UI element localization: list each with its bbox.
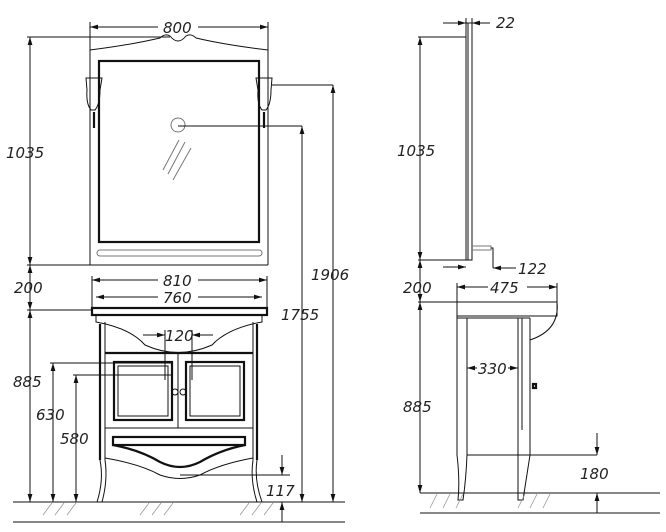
dim-tap-spacing: 120 xyxy=(165,327,194,345)
dim-top-width: 810 xyxy=(163,272,192,290)
dim-door-bottom: 580 xyxy=(60,430,89,448)
dim-vanity-depth: 475 xyxy=(490,279,519,297)
dim-mirror-center: 1755 xyxy=(281,306,319,324)
dim-mirror-depth: 22 xyxy=(496,14,515,32)
dim-shelf-depth: 122 xyxy=(518,260,547,278)
dim-basin-width: 760 xyxy=(163,289,192,307)
vanity-side xyxy=(456,301,558,501)
floor-side xyxy=(420,492,660,514)
knob-right-icon xyxy=(179,388,187,396)
dim-lamp-height: 1906 xyxy=(311,266,349,284)
dim-mirror-width: 800 xyxy=(163,19,192,37)
dim-floor-clearance: 180 xyxy=(580,465,609,483)
dim-side-vanity-height: 885 xyxy=(403,398,432,416)
front-dimensions xyxy=(27,22,336,522)
dim-door-top: 630 xyxy=(36,406,65,424)
dim-drawer-clearance: 117 xyxy=(266,482,295,500)
floor-front xyxy=(13,501,345,523)
knob-side-icon xyxy=(531,382,538,390)
lamp-left-icon xyxy=(85,77,103,128)
mirror-glare xyxy=(162,117,192,181)
dim-body-depth: 330 xyxy=(478,360,507,378)
side-view: 22 1035 122 200 475 330 885 180 xyxy=(397,14,660,514)
mirror-side xyxy=(465,22,494,268)
side-dimensions xyxy=(417,18,600,513)
lamp-right-icon xyxy=(255,77,273,128)
dim-side-gap: 200 xyxy=(403,279,432,297)
dim-side-mirror-height: 1035 xyxy=(397,142,435,160)
dim-mirror-height: 1035 xyxy=(6,144,44,162)
dim-gap: 200 xyxy=(14,279,43,297)
vanity-front xyxy=(90,306,269,503)
dim-vanity-height: 885 xyxy=(13,373,42,391)
knob-left-icon xyxy=(171,388,179,396)
front-view: 800 1035 200 810 760 120 885 630 580 175… xyxy=(6,19,349,523)
mirror-front xyxy=(85,34,273,266)
